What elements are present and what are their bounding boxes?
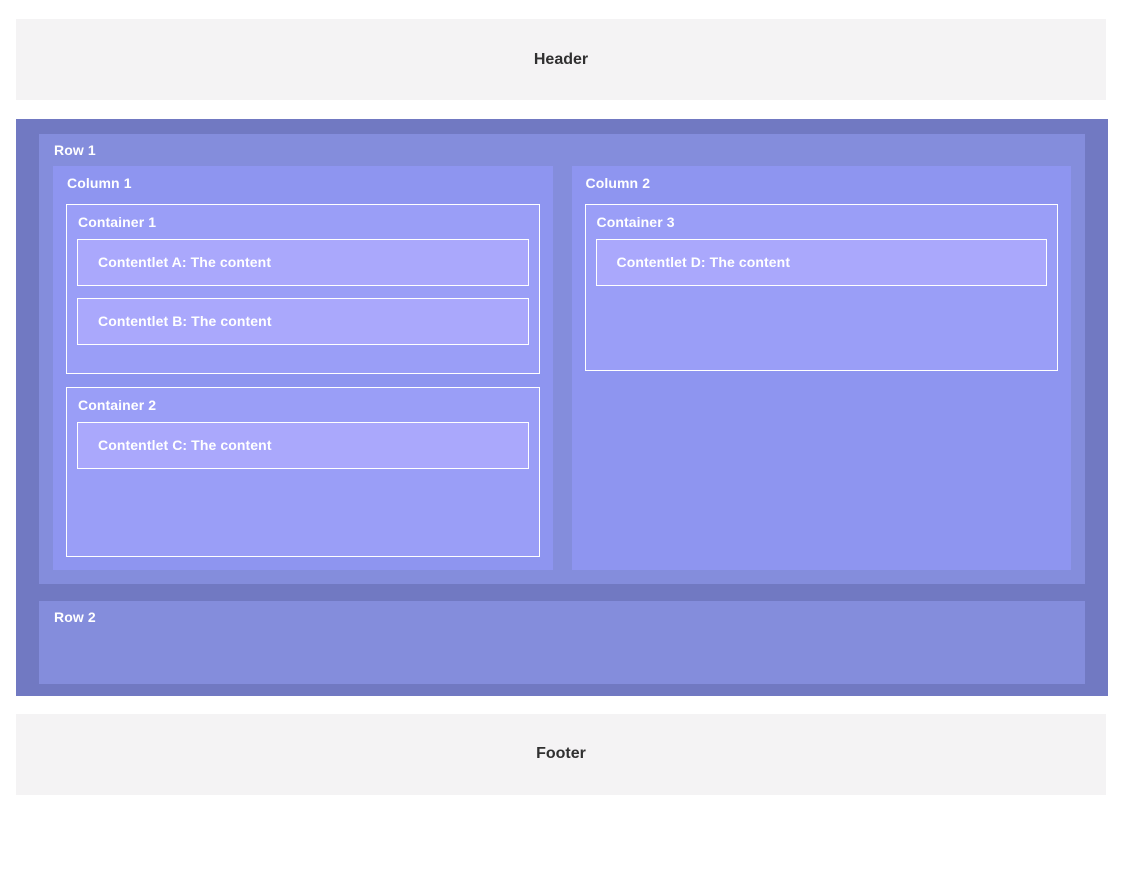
container-2-label: Container 2 bbox=[78, 396, 157, 413]
contentlet-d-label: Contentlet D: The content bbox=[616, 254, 791, 271]
page-footer-label: Footer bbox=[536, 745, 586, 763]
column-2-label: Column 2 bbox=[585, 174, 651, 191]
container-3-label: Container 3 bbox=[596, 213, 675, 230]
contentlet-d[interactable]: Contentlet D: The content bbox=[595, 239, 1047, 287]
row-1-columns: Column 1 Container 1 Contentlet A: The c… bbox=[53, 165, 1071, 570]
row-1[interactable]: Row 1 Column 1 Container 1 Contentlet A:… bbox=[39, 134, 1085, 584]
page-header: Header bbox=[16, 19, 1106, 100]
contentlet-b[interactable]: Contentlet B: The content bbox=[77, 298, 529, 346]
container-1[interactable]: Container 1 Contentlet A: The content Co… bbox=[66, 203, 540, 374]
page-footer: Footer bbox=[16, 713, 1106, 795]
container-1-label: Container 1 bbox=[78, 213, 157, 230]
contentlet-b-label: Contentlet B: The content bbox=[98, 313, 272, 330]
contentlet-c-label: Contentlet C: The content bbox=[98, 437, 272, 454]
row-2-label: Row 2 bbox=[54, 608, 96, 625]
page-body: Row 1 Column 1 Container 1 Contentlet A:… bbox=[16, 119, 1108, 696]
container-2[interactable]: Container 2 Contentlet C: The content bbox=[66, 386, 540, 557]
column-1-label: Column 1 bbox=[67, 174, 132, 191]
row-2[interactable]: Row 2 bbox=[39, 600, 1085, 684]
row-1-label: Row 1 bbox=[54, 142, 96, 158]
container-3[interactable]: Container 3 Contentlet D: The content bbox=[584, 203, 1058, 371]
column-1[interactable]: Column 1 Container 1 Contentlet A: The c… bbox=[53, 165, 553, 570]
column-2[interactable]: Column 2 Container 3 Contentlet D: The c… bbox=[571, 165, 1071, 570]
contentlet-a[interactable]: Contentlet A: The content bbox=[77, 239, 529, 287]
page-header-label: Header bbox=[533, 50, 589, 68]
contentlet-a-label: Contentlet A: The content bbox=[98, 254, 272, 271]
contentlet-c[interactable]: Contentlet C: The content bbox=[77, 422, 529, 470]
